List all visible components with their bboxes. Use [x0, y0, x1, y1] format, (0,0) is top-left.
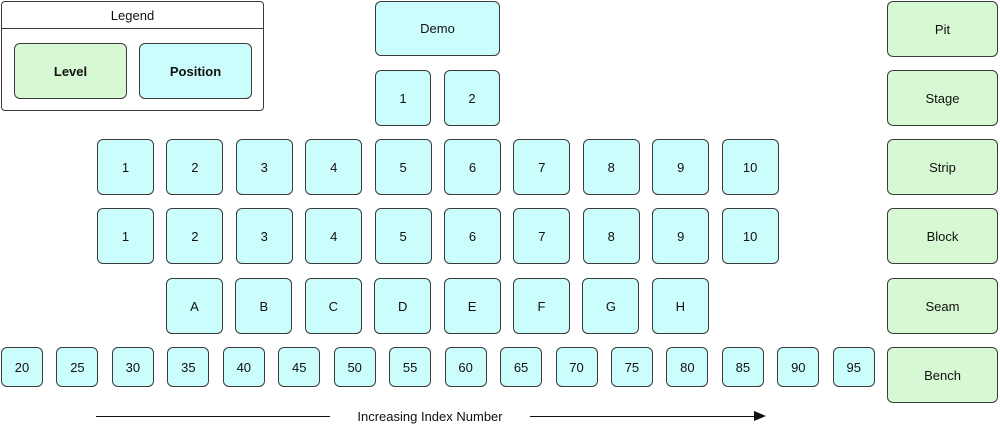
strip-item: 2 — [166, 139, 224, 195]
bench-item: 50 — [333, 347, 376, 387]
bench-item: 85 — [721, 347, 764, 387]
seam-item: F — [513, 278, 570, 334]
block-item: 6 — [444, 208, 501, 264]
seam-item: E — [443, 278, 501, 334]
bench-item: 60 — [444, 347, 487, 387]
block-item: 4 — [305, 208, 363, 264]
demo-item: 2 — [444, 70, 500, 126]
seam-item: G — [582, 278, 640, 334]
seam-item: H — [651, 278, 709, 334]
strip-item: 1 — [97, 139, 154, 195]
bench-item: 75 — [610, 347, 653, 387]
demo-box: Demo — [375, 1, 500, 56]
level-pit: Pit — [887, 1, 998, 57]
block-item: 1 — [97, 208, 154, 264]
strip-item: 5 — [374, 139, 432, 195]
axis-label: Increasing Index Number — [330, 409, 530, 424]
strip-item: 9 — [652, 139, 710, 195]
bench-item: 45 — [278, 347, 321, 387]
bench-item: 80 — [666, 347, 709, 387]
level-seam: Seam — [887, 278, 998, 334]
level-block: Block — [887, 208, 998, 264]
strip-item: 7 — [513, 139, 571, 195]
seam-item: B — [235, 278, 293, 334]
block-item: 5 — [374, 208, 432, 264]
axis-arrow-head — [754, 411, 766, 421]
legend-level-swatch: Level — [14, 43, 127, 99]
bench-item: 30 — [111, 347, 154, 387]
bench-item: 25 — [56, 347, 99, 387]
bench-item: 35 — [167, 347, 210, 387]
strip-item: 8 — [582, 139, 640, 195]
legend: Legend Level Position — [1, 1, 264, 111]
seam-item: A — [166, 278, 223, 334]
level-bench: Bench — [887, 347, 998, 403]
level-stage: Stage — [887, 70, 998, 126]
bench-item: 20 — [1, 347, 43, 387]
seam-item: C — [304, 278, 362, 334]
bench-item: 40 — [222, 347, 265, 387]
bench-item: 95 — [832, 347, 875, 387]
strip-item: 4 — [305, 139, 363, 195]
strip-item: 3 — [235, 139, 293, 195]
block-item: 8 — [582, 208, 640, 264]
strip-item: 10 — [721, 139, 779, 195]
bench-item: 65 — [500, 347, 543, 387]
legend-position-swatch: Position — [139, 43, 252, 99]
block-item: 7 — [513, 208, 571, 264]
seam-item: D — [374, 278, 432, 334]
demo-item: 1 — [375, 70, 431, 126]
bench-item: 70 — [555, 347, 598, 387]
bench-item: 55 — [389, 347, 432, 387]
block-item: 9 — [652, 208, 710, 264]
block-item: 2 — [166, 208, 224, 264]
strip-item: 6 — [444, 139, 501, 195]
block-item: 3 — [235, 208, 293, 264]
level-strip: Strip — [887, 139, 998, 195]
bench-item: 90 — [777, 347, 820, 387]
legend-title: Legend — [2, 2, 263, 29]
block-item: 10 — [721, 208, 779, 264]
